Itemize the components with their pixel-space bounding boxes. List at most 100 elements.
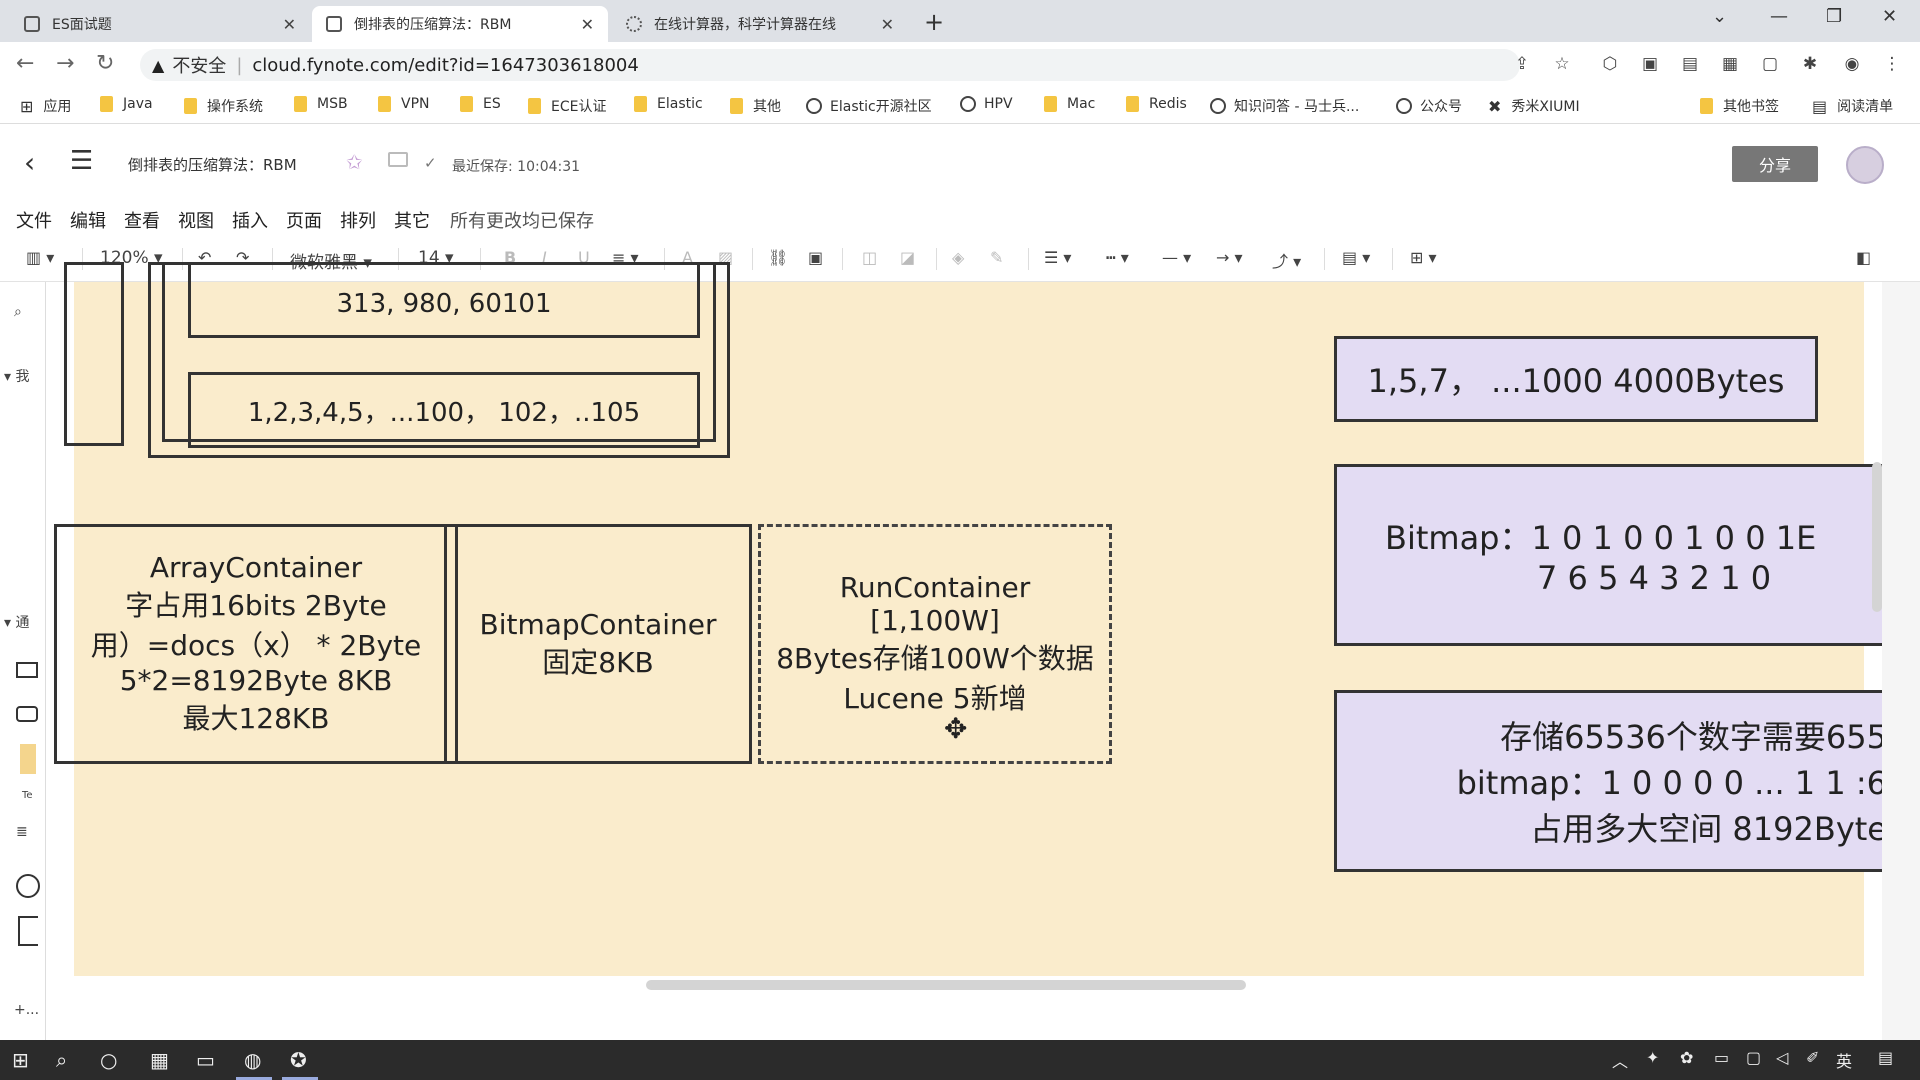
- vertical-scrollbar[interactable]: [1872, 462, 1882, 612]
- array-size-box[interactable]: 1,5,7， ...1000 4000Bytes: [1334, 336, 1818, 422]
- bookmark-star-icon[interactable]: ☆: [1554, 54, 1570, 74]
- outer-container-frame[interactable]: [64, 262, 124, 446]
- close-icon[interactable]: ✕: [282, 14, 296, 34]
- table-icon[interactable]: ⊞ ▾: [1410, 248, 1437, 267]
- arrange-icon[interactable]: ▤ ▾: [1342, 248, 1371, 267]
- more-shapes-button[interactable]: +...: [14, 1002, 40, 1018]
- avatar[interactable]: [1846, 146, 1884, 184]
- bookmark-ece[interactable]: ECE认证: [528, 96, 606, 116]
- tray-app-icon[interactable]: ✦: [1646, 1048, 1660, 1067]
- lines-shape-icon[interactable]: ≣: [16, 824, 28, 840]
- rectangle-shape-icon[interactable]: [16, 662, 38, 678]
- bring-front-icon[interactable]: ◫: [862, 248, 878, 267]
- layout-panel-icon[interactable]: ▥ ▾: [26, 248, 55, 267]
- bookmark-msb[interactable]: MSB: [294, 96, 348, 112]
- close-icon[interactable]: ✕: [880, 14, 894, 34]
- top-box-values[interactable]: 313, 980, 60101: [188, 262, 700, 338]
- minimize-icon[interactable]: —: [1770, 6, 1788, 27]
- bitmap-example-box[interactable]: Bitmap：1 0 1 0 0 1 0 0 1E 7 6 5 4 3 2 1 …: [1334, 464, 1894, 646]
- bookmark-xiumi[interactable]: ✖秀米XIUMI: [1488, 96, 1580, 116]
- array-container-box[interactable]: ArrayContainer 字占用16bits 2Byte 用）=docs（x…: [54, 524, 458, 764]
- top-box-sequence[interactable]: 1,2,3,4,5，...100， 102，..105: [188, 372, 700, 448]
- battery-icon[interactable]: ▭: [1714, 1048, 1730, 1067]
- bookmark-other[interactable]: 其他: [730, 96, 781, 116]
- chevron-down-icon[interactable]: ⌄: [1712, 6, 1728, 27]
- line-weight-icon[interactable]: ☰ ▾: [1044, 248, 1072, 267]
- app-icon[interactable]: ✪: [290, 1048, 307, 1072]
- bookmark-reading-list[interactable]: ▤阅读清单: [1812, 96, 1894, 116]
- extension-icon[interactable]: ▢: [1761, 54, 1779, 74]
- network-icon[interactable]: ▢: [1746, 1048, 1762, 1067]
- volume-icon[interactable]: ◁: [1776, 1048, 1789, 1067]
- link-icon[interactable]: ⛓: [768, 248, 789, 267]
- puzzle-icon[interactable]: ✱: [1802, 54, 1818, 74]
- bookmark-vpn[interactable]: VPN: [378, 96, 430, 112]
- bookmark-wechat[interactable]: 公众号: [1396, 96, 1462, 116]
- extension-icon[interactable]: ▦: [1721, 54, 1739, 74]
- forward-arrow-icon[interactable]: →: [56, 51, 75, 76]
- tray-app-icon[interactable]: ✿: [1680, 1048, 1694, 1067]
- line-style-icon[interactable]: — ▾: [1162, 248, 1192, 267]
- send-back-icon[interactable]: ◪: [900, 248, 916, 267]
- bookmark-apps[interactable]: ⊞应用: [20, 96, 72, 116]
- line-dash-icon[interactable]: ┅ ▾: [1106, 248, 1129, 267]
- kebab-menu-icon[interactable]: ⋮: [1883, 54, 1901, 74]
- side-panel-icon[interactable]: ◧: [1856, 248, 1872, 267]
- browser-app-icon[interactable]: ◍: [244, 1048, 262, 1072]
- windows-start-icon[interactable]: ⊞: [12, 1048, 29, 1072]
- share-page-icon[interactable]: ⇪: [1514, 54, 1530, 74]
- bookmark-qa[interactable]: 知识问答 - 马士兵...: [1210, 96, 1359, 116]
- pen-icon[interactable]: ✐: [1806, 1048, 1820, 1067]
- section-toggle[interactable]: ▾ 通: [4, 615, 30, 631]
- bookmark-hpv[interactable]: HPV: [960, 96, 1013, 112]
- image-icon[interactable]: ▣: [808, 248, 824, 267]
- bookmark-redis[interactable]: Redis: [1126, 96, 1187, 112]
- circle-shape-icon[interactable]: [16, 874, 40, 898]
- language-indicator[interactable]: 英: [1836, 1052, 1853, 1071]
- address-bar[interactable]: ▲ 不安全 | cloud.fynote.com/edit?id=1647303…: [140, 49, 1520, 81]
- underline-icon[interactable]: U: [578, 248, 590, 267]
- menu-page[interactable]: 页面: [286, 211, 322, 232]
- profile-icon[interactable]: ◉: [1844, 54, 1860, 74]
- star-icon[interactable]: ✩: [346, 150, 363, 174]
- new-tab-icon[interactable]: +: [924, 8, 945, 36]
- back-icon[interactable]: ‹: [24, 146, 36, 179]
- bitmap-size-box[interactable]: 存储65536个数字需要655 bitmap：1 0 0 0 0 ... 1 1…: [1334, 690, 1894, 872]
- search-icon[interactable]: ⌕: [56, 1048, 68, 1072]
- bracket-shape-icon[interactable]: [18, 916, 38, 946]
- arrow-style-icon[interactable]: → ▾: [1216, 248, 1243, 267]
- extension-icon[interactable]: ⬡: [1602, 54, 1618, 74]
- bookmark-java[interactable]: Java: [100, 96, 153, 112]
- tray-chevron-up-icon[interactable]: ︿: [1612, 1052, 1629, 1071]
- browser-tab-rbm[interactable]: 倒排表的压缩算法：RBM ✕: [312, 6, 608, 42]
- window-close-icon[interactable]: ✕: [1882, 6, 1898, 27]
- diagram-canvas[interactable]: 313, 980, 60101 1,2,3,4,5，...100， 102，..…: [46, 262, 1894, 1040]
- restore-icon[interactable]: ❐: [1826, 6, 1843, 27]
- line-color-icon[interactable]: ✎: [990, 248, 1004, 267]
- bookmark-os[interactable]: 操作系统: [184, 96, 263, 116]
- folder-outline-icon[interactable]: [388, 152, 408, 167]
- menu-file[interactable]: 文件: [16, 211, 52, 232]
- cortana-circle-icon[interactable]: ○: [100, 1048, 118, 1072]
- bitmap-container-box[interactable]: BitmapContainer 固定8KB: [444, 524, 752, 764]
- section-toggle[interactable]: ▾ 我: [4, 369, 30, 385]
- notification-icon[interactable]: ▤: [1878, 1048, 1894, 1067]
- reload-icon[interactable]: ↻: [96, 51, 115, 76]
- connector-icon[interactable]: ⤴ ▾: [1272, 252, 1302, 271]
- menu-insert[interactable]: 插入: [232, 211, 268, 232]
- bookmark-other-bookmarks[interactable]: 其他书签: [1700, 96, 1779, 116]
- task-view-icon[interactable]: ▦: [150, 1048, 169, 1072]
- run-container-box[interactable]: RunContainer [1,100W] 8Bytes存储100W个数据 Lu…: [758, 524, 1112, 764]
- menu-display[interactable]: 视图: [178, 211, 214, 232]
- extension-icon[interactable]: ▣: [1641, 54, 1659, 74]
- canvas-page[interactable]: 313, 980, 60101 1,2,3,4,5，...100， 102，..…: [54, 262, 1894, 976]
- document-title[interactable]: 倒排表的压缩算法：RBM: [128, 156, 297, 174]
- bookmark-elastic[interactable]: Elastic: [634, 96, 703, 112]
- bookmark-elastic-community[interactable]: Elastic开源社区: [806, 96, 932, 116]
- text-shape-icon[interactable]: Te: [22, 790, 33, 801]
- bookmark-es[interactable]: ES: [460, 96, 501, 112]
- menu-arrange[interactable]: 排列: [340, 211, 376, 232]
- bookmark-mac[interactable]: Mac: [1044, 96, 1095, 112]
- italic-icon[interactable]: I: [542, 248, 547, 267]
- font-color-icon[interactable]: A: [682, 248, 693, 267]
